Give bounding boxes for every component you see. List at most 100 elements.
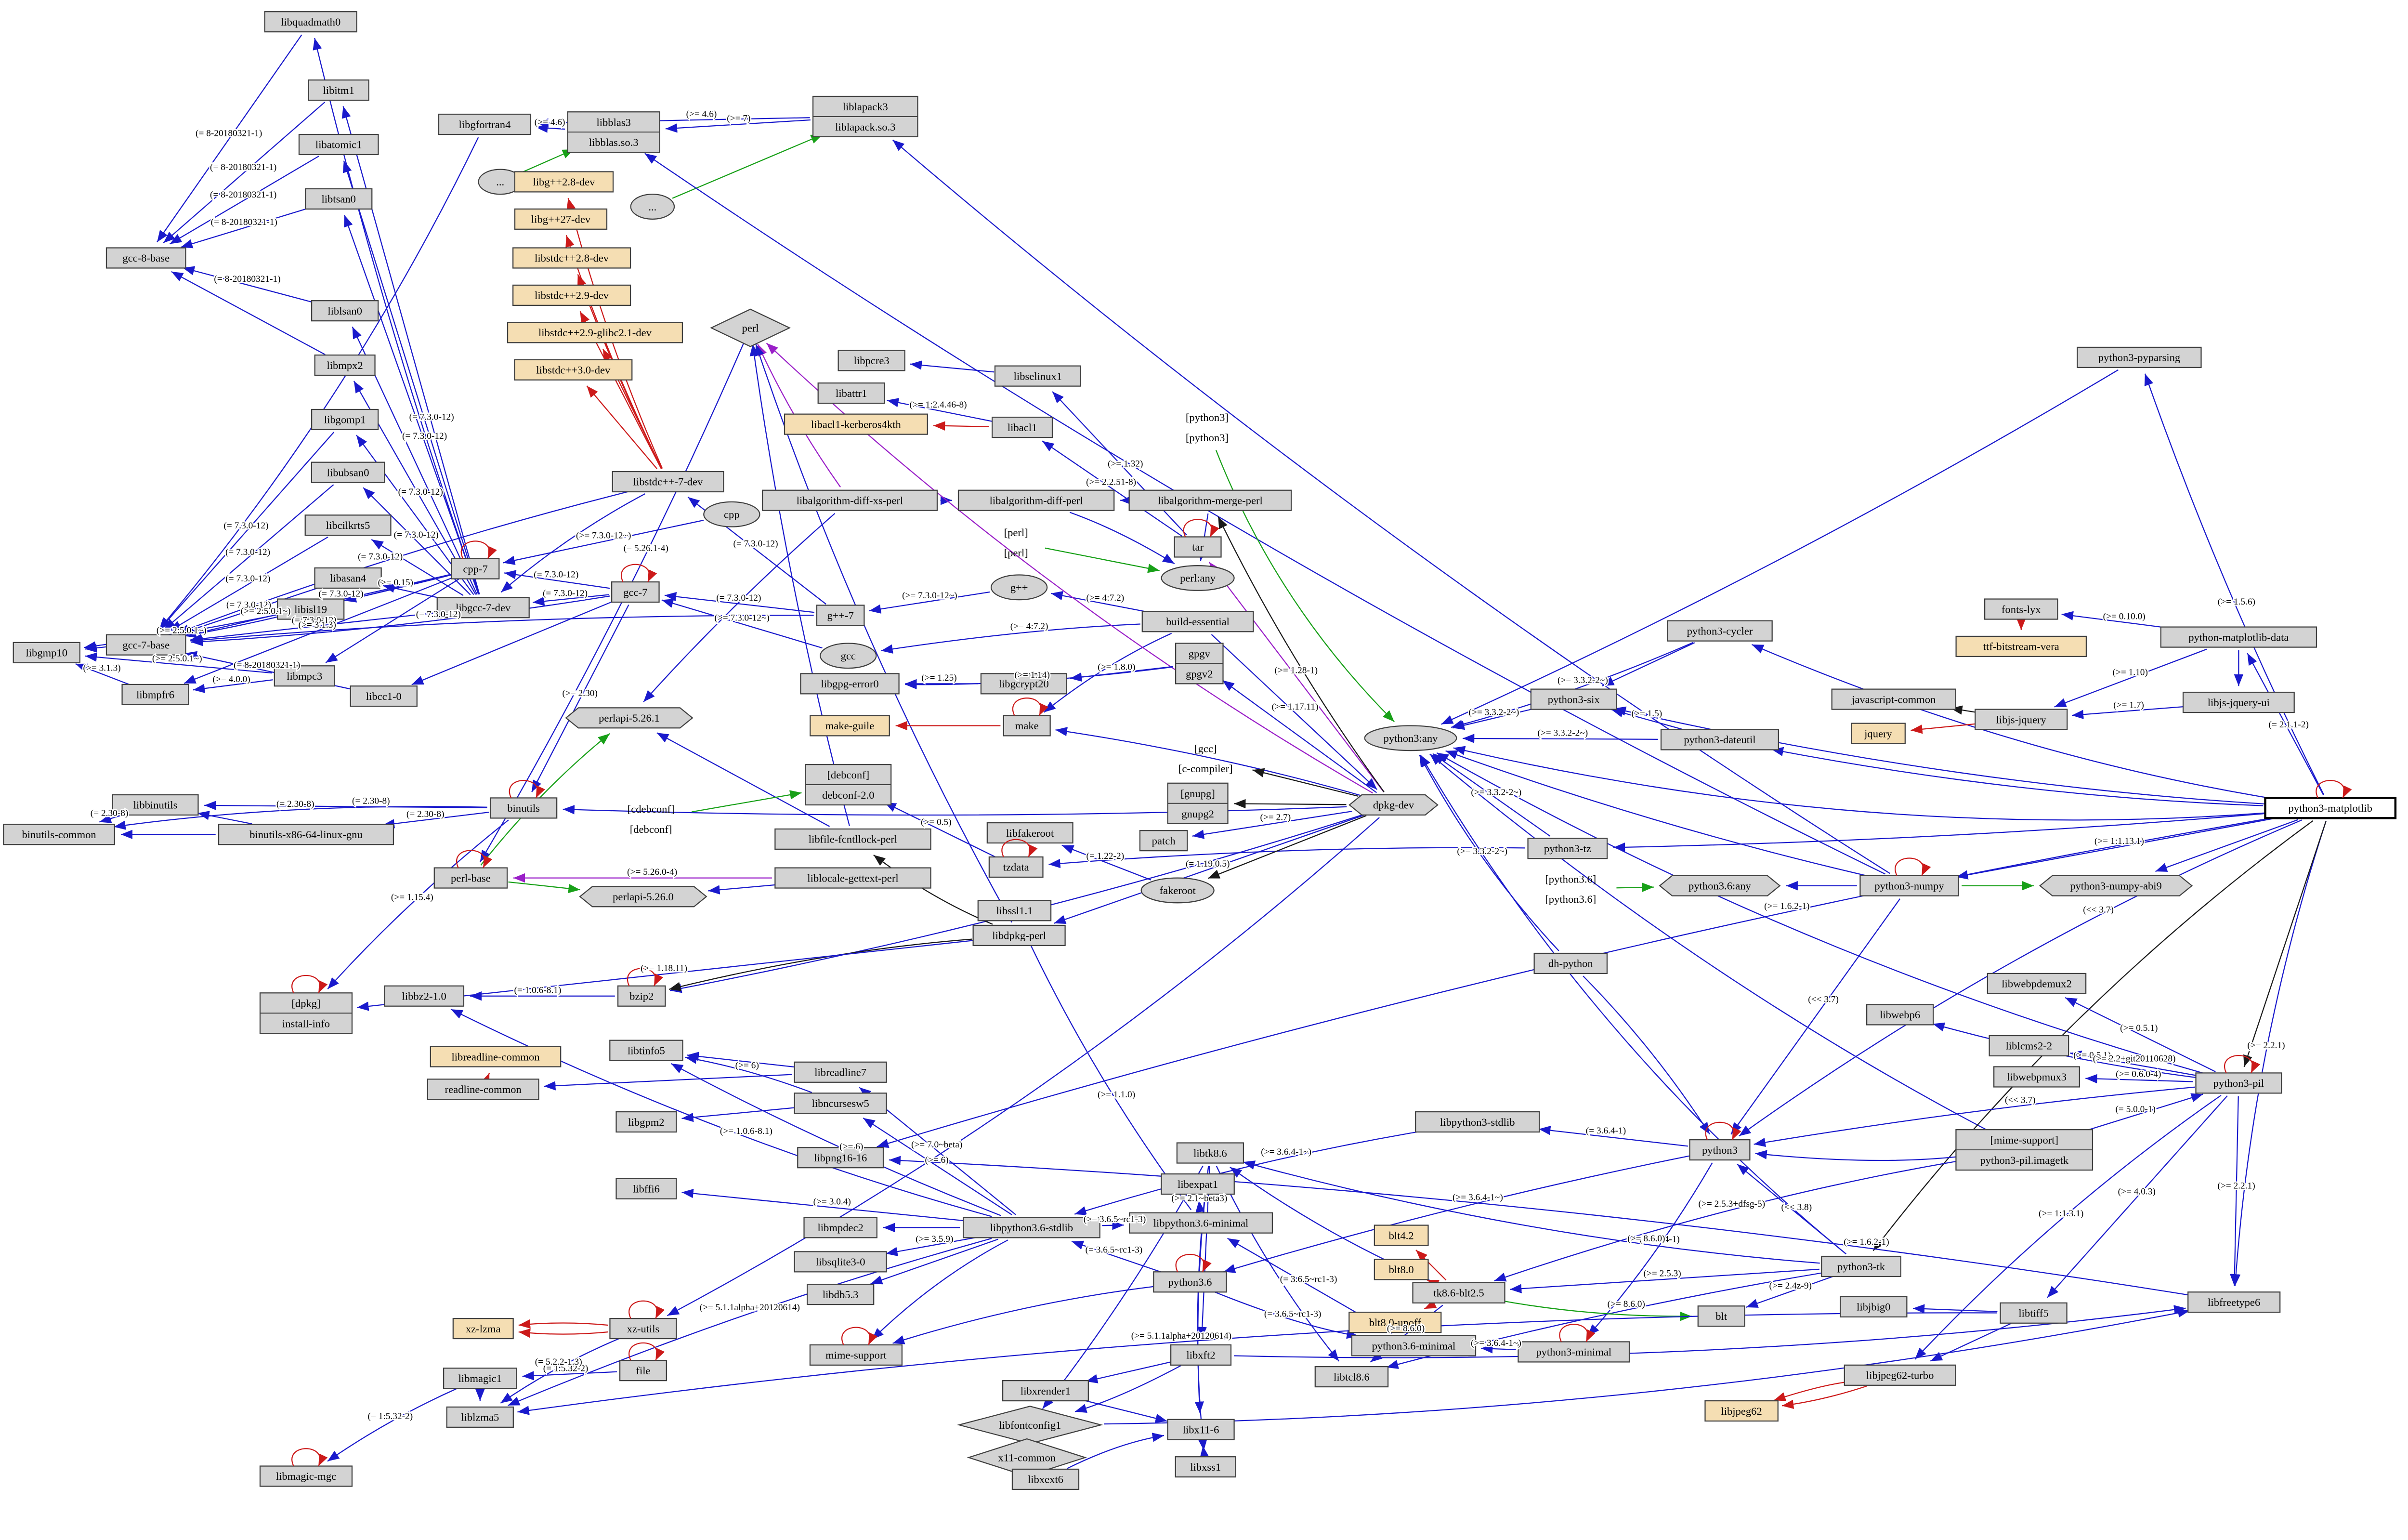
package-name: python3.6-minimal: [1372, 1340, 1456, 1352]
package-box: [612, 471, 724, 493]
edge-version-label: (>= 7.3.0-12~): [714, 613, 769, 623]
node-libfontconfig1: libfontconfig1: [956, 1406, 1103, 1444]
edge-version-label: (<< 3.7): [1808, 995, 1839, 1005]
node-mime-support: mime-support: [809, 1327, 903, 1366]
dependency-edge: [2247, 653, 2324, 795]
package-box: [761, 489, 938, 511]
dependency-edge: [863, 1118, 1012, 1215]
dependency-edge: [204, 801, 487, 810]
package-box: [314, 567, 382, 589]
node-libxrender1: libxrender1: [1002, 1380, 1089, 1402]
dependency-edge: [2231, 821, 2327, 1286]
edge-version-label: (>= 4.6): [535, 118, 565, 128]
package-box: [615, 1111, 677, 1133]
node-python3-matplotlib: python3-matplotlib: [2264, 780, 2397, 819]
dependency-edge: [190, 612, 438, 644]
dependency-edge: [1463, 734, 1658, 743]
edge-version-label: (= 8-20180321-1): [210, 162, 276, 172]
dependency-edge: [1441, 369, 2119, 725]
package-name: libgfortran4: [459, 118, 511, 131]
node-libjs-jquery-ui: libjs-jquery-ui: [2182, 691, 2295, 713]
node-libatomic1: libatomic1: [298, 133, 379, 156]
edge-version-label: (>= 1:1.13.1): [2094, 836, 2144, 846]
package-box: [1161, 1173, 1235, 1195]
package-name: libblas3: [596, 116, 631, 128]
package-box: [977, 900, 1052, 921]
edge-version-label: (>= 4:7.2): [1086, 593, 1124, 603]
dependency-edge: [518, 1319, 608, 1329]
dependency-edge: [1424, 1300, 1437, 1310]
package-name: libmpc3: [287, 670, 322, 682]
package-name: libalgorithm-diff-perl: [990, 494, 1083, 506]
node-libgmp10: libgmp10: [13, 642, 80, 663]
node-libcilkrts5: libcilkrts5: [304, 514, 392, 536]
package-box: [1866, 1004, 1934, 1026]
package-box: [1993, 1066, 2081, 1088]
node-libwebp6: libwebp6: [1866, 1004, 1934, 1026]
package-name: python-matplotlib-data: [2188, 631, 2289, 643]
dependency-edge: [1912, 1304, 1998, 1314]
dependency-edge: [687, 1052, 796, 1068]
edge-version-label: (>= 1.8.0): [1098, 662, 1135, 672]
package-name: libexpat1: [1178, 1178, 1218, 1190]
node-file: file: [619, 1342, 667, 1382]
package-name: python3-tk: [1837, 1261, 1885, 1273]
package-box: [1851, 723, 1906, 744]
dependency-edge: [881, 623, 1140, 654]
node-libncursesw5: libncursesw5: [794, 1092, 887, 1114]
dependency-edge: [1195, 1200, 1205, 1212]
dependency-edge: [685, 1054, 812, 1093]
package-box: [794, 1061, 887, 1083]
package-name: libssl1.1: [996, 905, 1033, 917]
dependency-edge: [1616, 882, 1654, 892]
package-box: [436, 597, 530, 619]
dependency-edge: [197, 811, 252, 825]
package-box: [1415, 1111, 1540, 1133]
package-box: [305, 188, 373, 210]
edge-version-label: (>= 3.3.2-2~): [1557, 675, 1608, 685]
dependency-edge: [586, 385, 658, 469]
dependency-edge: [531, 604, 629, 792]
package-name: binutils-common: [22, 829, 96, 841]
package-box: [1984, 598, 2058, 620]
package-name: g++: [1010, 581, 1028, 593]
dependency-edge: [887, 398, 993, 422]
node-python3-minimal: python3-minimal: [1518, 1324, 1630, 1363]
node-libreadline-common: libreadline-common: [430, 1046, 562, 1067]
package-name: libalgorithm-merge-perl: [1158, 494, 1263, 506]
package-name-alt: liblapack.so.3: [835, 121, 895, 133]
edge-version-label: (>= 3.3.2-2~): [1537, 728, 1588, 738]
dependency-edge: [1104, 1308, 2190, 1425]
package-name: libatomic1: [315, 139, 362, 151]
dependency-edge: [2047, 1095, 2228, 1298]
package-box: [218, 824, 394, 845]
package-box: [1844, 1364, 1956, 1386]
node-blt: blt: [1697, 1305, 1745, 1327]
node-build-essential: build-essential: [1141, 611, 1254, 632]
node-python3_br: [python3][python3]: [1186, 411, 1229, 444]
dependency-edge: [667, 817, 1380, 1316]
package-name-alt: [c-compiler]: [1178, 763, 1233, 775]
dependency-edge: [157, 34, 302, 243]
dependency-edge: [344, 215, 479, 595]
package-name: libstdc++-7-dev: [633, 476, 703, 488]
edge-version-label: (= 7.3.0-12): [543, 588, 588, 598]
node-libtinfo5: libtinfo5: [609, 1040, 683, 1061]
dependency-edge: [1771, 747, 2264, 806]
dependency-edge: [1021, 926, 1192, 1211]
package-box: [2182, 691, 2295, 713]
node-python3: python3: [1689, 1121, 1751, 1161]
dependency-edge: [1243, 1160, 1820, 1264]
package-box: [13, 642, 80, 663]
node-x11-common: x11-common: [967, 1438, 1087, 1477]
edge-version-label: (>= 2.1~beta3): [1171, 1194, 1227, 1204]
package-box: [797, 1147, 884, 1169]
package-name: libfile-fcntllock-perl: [809, 833, 897, 845]
node-libfakeroot: libfakeroot: [986, 822, 1073, 844]
package-name: libstdc++3.0-dev: [536, 364, 611, 376]
node-fakeroot: fakeroot: [1140, 877, 1215, 904]
dependency-edge: [1773, 1381, 1849, 1401]
dependency-edge: [163, 102, 326, 244]
dependency-edge: [749, 344, 850, 826]
